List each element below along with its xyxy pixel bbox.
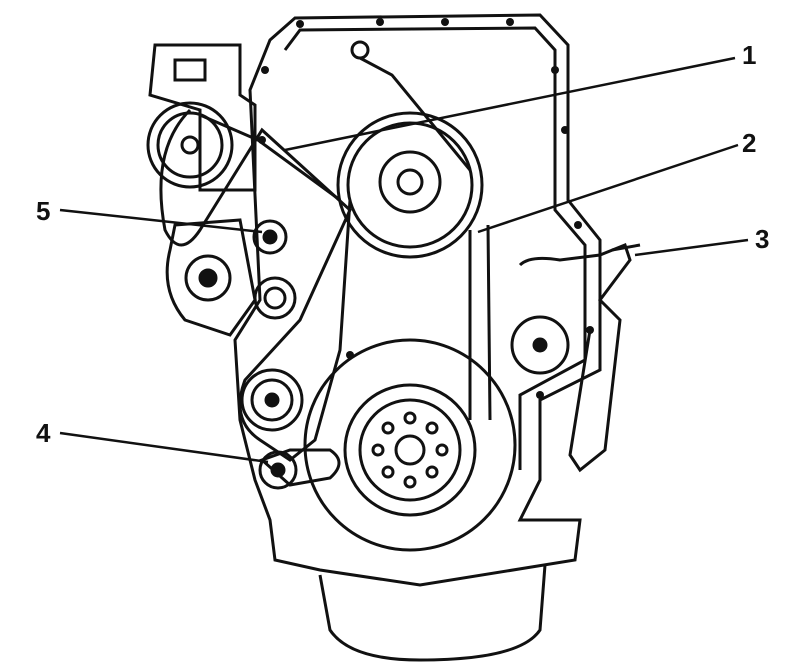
fan-hub [378,150,442,214]
callout-2: 2 [742,128,757,158]
water-pump [510,315,570,375]
callout-5: 5 [36,196,51,226]
leader-line-1 [284,56,736,152]
leader-line-4 [59,431,269,464]
alternator [165,218,257,337]
fan-belt [468,224,492,421]
cover-inner [283,26,587,470]
callout-1: 1 [742,40,757,70]
automatic-tensioner [259,448,341,487]
idler-pulley [252,219,288,255]
callout-4: 4 [36,418,51,448]
fan-pulley [336,111,484,259]
damper-bolts [371,411,449,489]
leader-lines [59,56,749,464]
callout-3: 3 [755,224,770,254]
leader-line-3 [634,238,749,257]
compressor-bracket [148,43,257,192]
belt-tensioner-pulley [253,276,297,320]
lower-idler-pulley [240,368,304,432]
oil-pan [318,564,547,662]
coolant-pipe [518,243,632,473]
crankshaft-damper [303,338,517,552]
dipstick [350,40,472,171]
gear-cover-outline [233,13,602,587]
leader-line-5 [59,208,263,234]
compressor-pulley [146,101,234,189]
leader-line-2 [477,143,739,234]
